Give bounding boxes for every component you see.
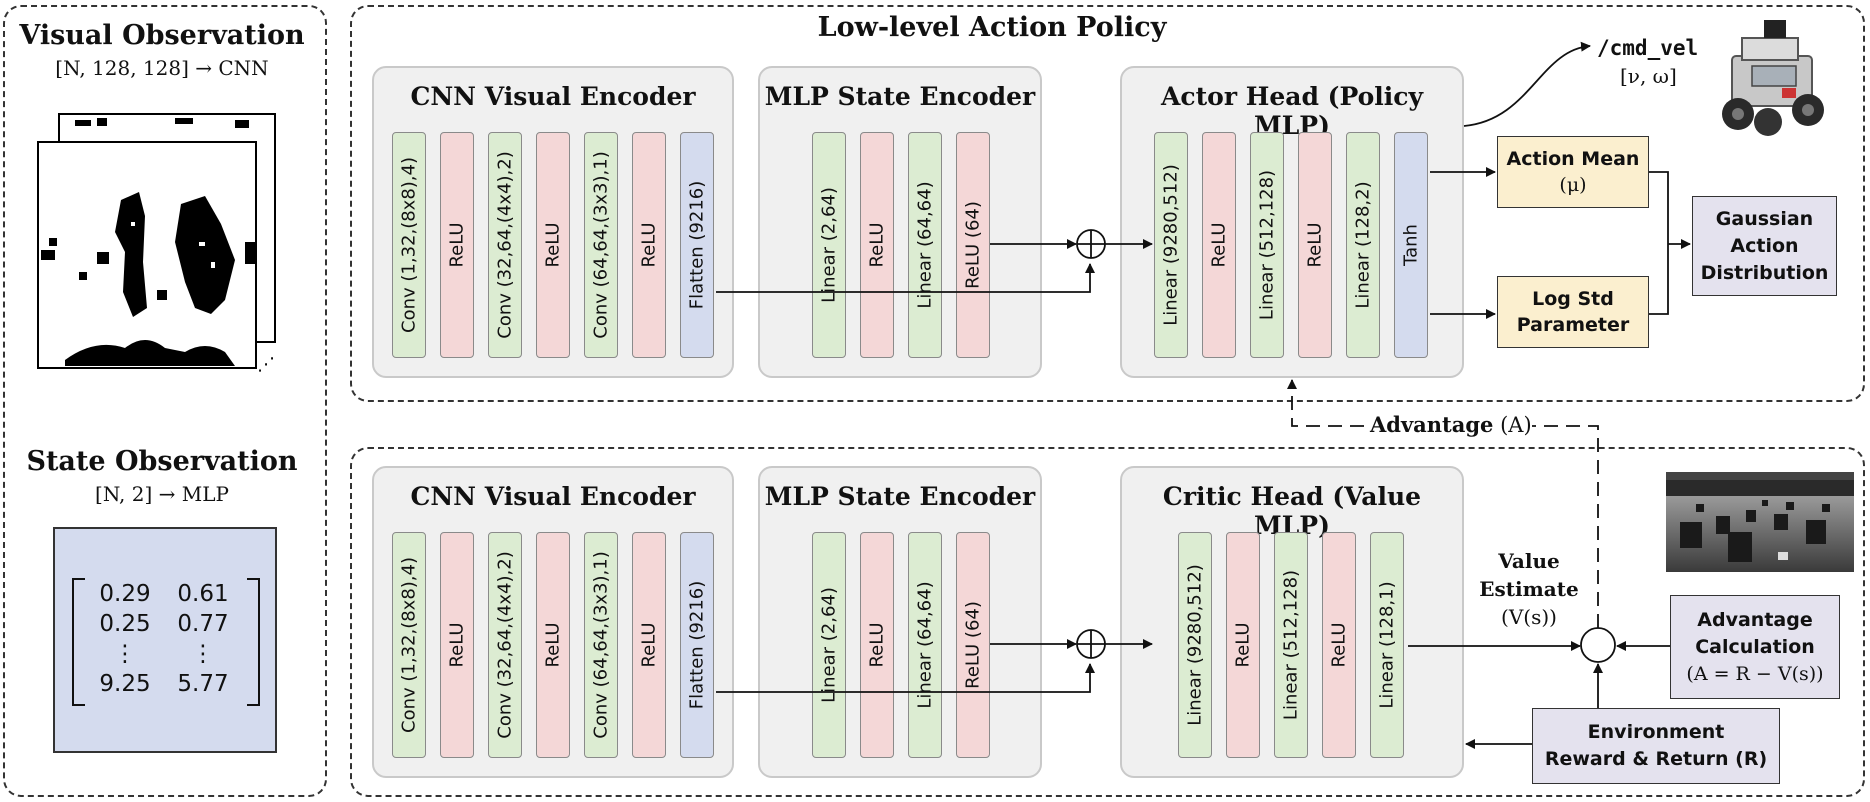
- matrix-cell: ⋮: [113, 641, 137, 667]
- relu-layer: ReLU: [632, 132, 666, 358]
- linear-layer: Linear (9280,512): [1178, 532, 1212, 758]
- conv-layer: Conv (32,64,(4x4),2): [488, 532, 522, 758]
- linear-layer: Linear (512,128): [1250, 132, 1284, 358]
- policy-title: Low-level Action Policy: [817, 12, 1167, 43]
- policy-mlp-title: MLP State Encoder: [764, 82, 1036, 111]
- cmd-vel-subtitle: [ν, ω]: [1620, 64, 1677, 88]
- critic-cnn-title: CNN Visual Encoder: [410, 482, 696, 511]
- flatten-layer: Flatten (9216): [680, 132, 714, 358]
- policy-cnn-panel: CNN Visual Encoder Conv (1,32,(8x8),4) R…: [372, 66, 734, 378]
- matrix-cell: 0.61: [177, 581, 229, 607]
- policy-section: [350, 5, 1865, 402]
- depth-image-icon: ⋰: [37, 113, 276, 375]
- visual-observation-title: Visual Observation: [19, 20, 305, 51]
- flatten-layer: Flatten (9216): [680, 532, 714, 758]
- policy-mlp-panel: MLP State Encoder Linear (2,64) ReLU Lin…: [758, 66, 1042, 378]
- action-mean-box: Action Mean (μ): [1497, 136, 1649, 208]
- relu-layer: ReLU (64): [956, 532, 990, 758]
- critic-section: [350, 447, 1865, 797]
- matrix-right-bracket: [247, 578, 260, 706]
- critic-mlp-title: MLP State Encoder: [764, 482, 1036, 511]
- value-estimate-label: Value Estimate (V(s)): [1479, 549, 1579, 629]
- depth-image-stack: ⋰: [35, 112, 290, 375]
- matrix-cell: 0.25: [99, 611, 151, 637]
- observation-panel: [3, 5, 327, 797]
- state-observation-subtitle: [N, 2] → MLP: [95, 482, 229, 506]
- advantage-calculation-box: Advantage Calculation (A = R − V(s)): [1670, 595, 1840, 699]
- linear-layer: Linear (2,64): [812, 132, 846, 358]
- relu-layer: ReLU: [1322, 532, 1356, 758]
- matrix-cell: 0.29: [99, 581, 151, 607]
- relu-layer: ReLU: [860, 132, 894, 358]
- conv-layer: Conv (1,32,(8x8),4): [392, 532, 426, 758]
- critic-mlp-panel: MLP State Encoder Linear (2,64) ReLU Lin…: [758, 466, 1042, 778]
- matrix-cell: 9.25: [99, 671, 151, 697]
- matrix-cell: 0.77: [177, 611, 229, 637]
- linear-layer: Linear (64,64): [908, 132, 942, 358]
- state-observation-title: State Observation: [26, 446, 298, 477]
- linear-layer: Linear (2,64): [812, 532, 846, 758]
- gaussian-distribution-box: Gaussian Action Distribution: [1692, 196, 1837, 296]
- critic-cnn-panel: CNN Visual Encoder Conv (1,32,(8x8),4) R…: [372, 466, 734, 778]
- linear-layer: Linear (128,2): [1346, 132, 1380, 358]
- linear-layer: Linear (64,64): [908, 532, 942, 758]
- environment-reward-box: Environment Reward & Return (R): [1532, 708, 1780, 784]
- conv-layer: Conv (32,64,(4x4),2): [488, 132, 522, 358]
- conv-layer: Conv (64,64,(3x3),1): [584, 132, 618, 358]
- conv-layer: Conv (64,64,(3x3),1): [584, 532, 618, 758]
- critic-head-panel: Critic Head (Value MLP) Linear (9280,512…: [1120, 466, 1464, 778]
- linear-layer: Linear (9280,512): [1154, 132, 1188, 358]
- relu-layer: ReLU: [440, 132, 474, 358]
- visual-observation-subtitle: [N, 128, 128] → CNN: [55, 56, 269, 80]
- matrix-cell: ⋮: [191, 641, 215, 667]
- matrix-left-bracket: [72, 578, 85, 706]
- relu-layer: ReLU: [1226, 532, 1260, 758]
- relu-layer: ReLU: [536, 532, 570, 758]
- relu-layer: ReLU: [1298, 132, 1332, 358]
- cmd-vel-label: /cmd_vel: [1597, 36, 1699, 60]
- actor-head-title: Actor Head (Policy MLP): [1161, 82, 1423, 140]
- actor-head-panel: Actor Head (Policy MLP) Linear (9280,512…: [1120, 66, 1464, 378]
- relu-layer: ReLU: [440, 532, 474, 758]
- policy-cnn-title: CNN Visual Encoder: [410, 82, 696, 111]
- linear-layer: Linear (128,1): [1370, 532, 1404, 758]
- robot-icon: [1722, 20, 1824, 136]
- relu-layer: ReLU: [860, 532, 894, 758]
- relu-layer: ReLU: [1202, 132, 1236, 358]
- svg-text:⋰: ⋰: [257, 354, 275, 372]
- tanh-layer: Tanh: [1394, 132, 1428, 358]
- state-matrix: 0.29 0.25 ⋮ 9.25 0.61 0.77 ⋮ 5.77: [53, 527, 277, 753]
- relu-layer: ReLU: [536, 132, 570, 358]
- relu-layer: ReLU (64): [956, 132, 990, 358]
- advantage-feedback-label: Advantage (A): [1366, 412, 1536, 437]
- conv-layer: Conv (1,32,(8x8),4): [392, 132, 426, 358]
- matrix-cell: 5.77: [177, 671, 229, 697]
- simulation-image-icon: [1666, 472, 1854, 572]
- log-std-box: Log Std Parameter: [1497, 276, 1649, 348]
- relu-layer: ReLU: [632, 532, 666, 758]
- linear-layer: Linear (512,128): [1274, 532, 1308, 758]
